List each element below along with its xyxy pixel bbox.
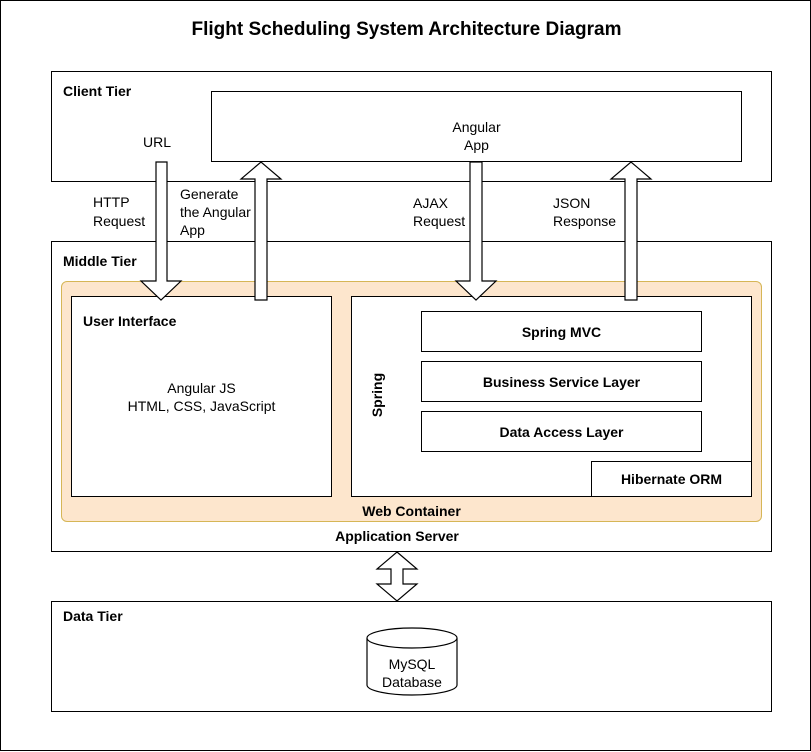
data-access-layer: Data Access Layer — [421, 411, 702, 452]
url-label: URL — [143, 134, 172, 150]
json-response-arrow — [609, 161, 653, 301]
diagram-title: Flight Scheduling System Architecture Di… — [191, 19, 622, 40]
client-tier-label: Client Tier — [63, 83, 132, 99]
app-server-data-tier-arrow — [375, 551, 419, 602]
business-service-layer: Business Service Layer — [421, 361, 702, 402]
user-interface-label: User Interface — [83, 313, 177, 329]
generate-app-label-line2: the Angular — [180, 204, 251, 220]
mysql-database-cylinder — [366, 627, 458, 696]
json-response-label-line2: Response — [553, 213, 617, 229]
ajax-request-label-line1: AJAX — [413, 195, 449, 211]
data-tier-label: Data Tier — [63, 608, 123, 624]
hibernate-orm-box: Hibernate ORM — [591, 461, 752, 497]
user-interface-box — [71, 296, 332, 497]
json-response-label-line1: JSON — [553, 195, 591, 211]
database-label-line1: MySQL — [388, 656, 436, 672]
http-request-label-line2: Request — [93, 213, 146, 229]
ajax-request-arrow — [454, 161, 498, 301]
angular-app-label-line1: Angular — [452, 119, 501, 135]
application-server-label: Application Server — [335, 528, 459, 544]
angular-app-box — [211, 91, 742, 162]
user-interface-text-line1: Angular JS — [167, 380, 236, 396]
http-request-label-line1: HTTP — [93, 194, 130, 210]
angular-app-label-line2: App — [464, 137, 489, 153]
web-container-label: Web Container — [362, 503, 461, 519]
ajax-request-label-line2: Request — [413, 213, 466, 229]
generate-app-arrow — [239, 161, 283, 301]
spring-mvc-layer: Spring MVC — [421, 311, 702, 352]
user-interface-text-line2: HTML, CSS, JavaScript — [127, 398, 276, 414]
middle-tier-label: Middle Tier — [63, 253, 137, 269]
database-label-line2: Database — [382, 674, 442, 690]
generate-app-label-line1: Generate — [180, 186, 239, 202]
http-request-arrow — [139, 161, 183, 301]
generate-app-label-line3: App — [180, 222, 205, 238]
